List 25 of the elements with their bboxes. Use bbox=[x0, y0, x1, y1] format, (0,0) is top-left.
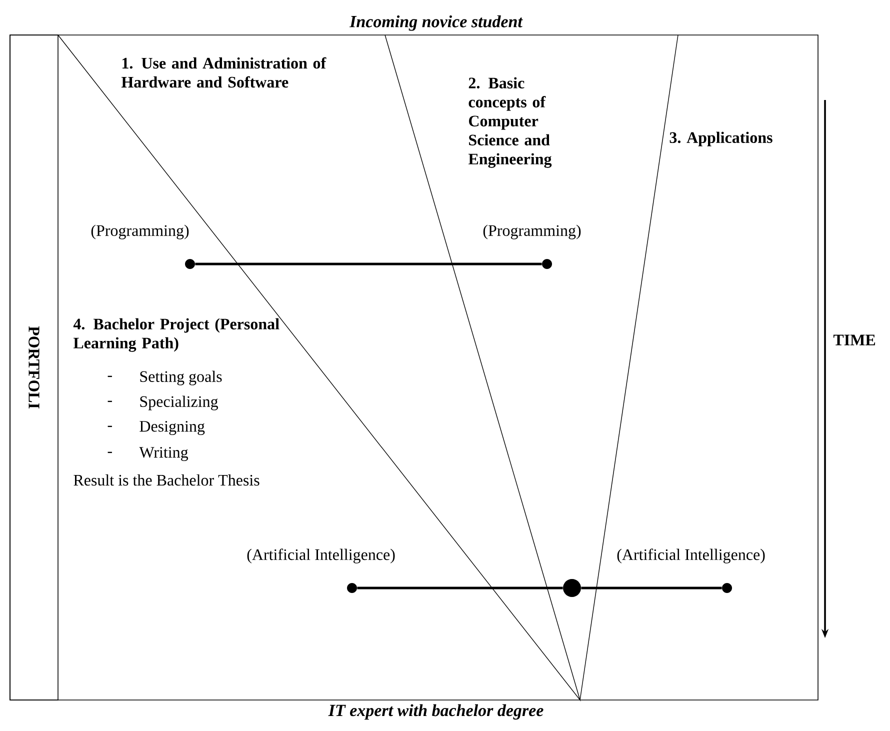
connector-line bbox=[581, 586, 722, 590]
list-item: Designing bbox=[140, 421, 205, 436]
connector-line bbox=[357, 586, 563, 590]
caption: IT expert with bachelor degree bbox=[328, 704, 544, 720]
section-heading: 1. Use and Administration of Hardware and Software bbox=[121, 57, 326, 88]
list-item: Specializing bbox=[140, 396, 218, 410]
list-dash: - bbox=[108, 376, 112, 378]
section-heading: 2. Basic concepts of Computer Science and Engineering bbox=[468, 77, 552, 168]
section-heading: 4. Bachelor Project (Personal Learning Path) bbox=[73, 318, 280, 352]
endpoint-label: (Programming) bbox=[483, 224, 581, 240]
list-dash: - bbox=[108, 426, 112, 428]
time-label: TIME bbox=[833, 334, 876, 346]
endpoint-label: (Artificial Intelligence) bbox=[617, 548, 765, 564]
list-dash: - bbox=[108, 452, 112, 454]
connector-line bbox=[195, 262, 542, 266]
list-item: Setting goals bbox=[140, 370, 222, 386]
endpoint-label: (Programming) bbox=[91, 224, 189, 240]
junction-dot bbox=[563, 579, 581, 597]
portfolio-band: PORTFOLI bbox=[10, 34, 58, 700]
list-dash: - bbox=[108, 400, 112, 402]
result-note: Result is the Bachelor Thesis bbox=[74, 474, 260, 486]
title: Incoming novice student bbox=[349, 15, 523, 31]
section-heading: 3. Applications bbox=[670, 132, 772, 146]
endpoint-label: (Artificial Intelligence) bbox=[247, 548, 395, 564]
list-item: Writing bbox=[139, 447, 188, 462]
